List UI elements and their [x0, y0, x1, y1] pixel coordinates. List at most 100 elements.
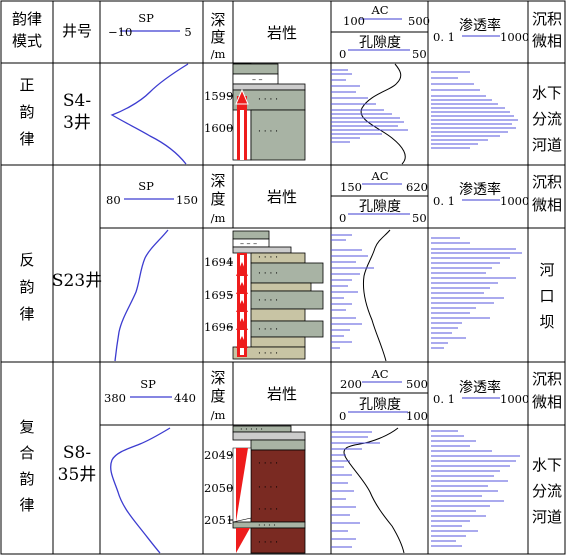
perm-label: 渗透率	[459, 181, 501, 198]
ac-min: 150	[340, 180, 362, 194]
facies-header-1: 沉积	[532, 370, 562, 388]
ac-curve	[360, 63, 406, 165]
facies-label: 口	[539, 287, 554, 305]
well-name: S4-	[63, 91, 91, 111]
svg-text:– – –: – – –	[240, 239, 257, 248]
svg-text:· · · · ·: · · · · ·	[240, 425, 263, 434]
facies-header-2: 微相	[532, 196, 562, 214]
sp-label: SP	[138, 11, 154, 25]
porosity-min: 0	[339, 409, 346, 423]
porosity-label: 孔隙度	[359, 199, 401, 215]
svg-text:· · · ·: · · · ·	[258, 325, 278, 335]
header-facies-1: 沉积	[532, 10, 562, 28]
facies-label: 分流	[532, 110, 562, 128]
permeability-bars	[431, 71, 518, 149]
well-name: S23井	[52, 271, 102, 291]
lithology-header: 岩性	[267, 188, 297, 206]
facies-header-1: 沉积	[532, 173, 562, 191]
lithology-header: 岩性	[267, 385, 297, 403]
ac-label: AC	[370, 169, 388, 183]
perm-label: 渗透率	[459, 17, 501, 34]
facies-label: 水下	[532, 456, 562, 474]
header-pattern-line2: 模式	[12, 32, 42, 50]
ac-max: 500	[408, 14, 430, 28]
depth-label: 2051	[204, 513, 233, 527]
sp-min: 380	[104, 391, 126, 405]
svg-text:· · · ·: · · · ·	[258, 253, 278, 263]
lithology-column: – – · · · · · · · ·	[232, 63, 306, 161]
perm-label: 渗透率	[459, 379, 501, 396]
svg-text:· · · ·: · · · ·	[258, 269, 278, 279]
svg-text:· · · ·: · · · ·	[258, 538, 278, 548]
row-normal-rhythm: 正 韵 律 S4- 3井 SP −10 5 AC 100 500 孔隙度 0 5…	[19, 3, 562, 165]
ac-label: AC	[370, 367, 388, 381]
well-name: S8-	[63, 443, 91, 463]
svg-text:· · · ·: · · · ·	[258, 127, 278, 137]
perm-min: 0. 1	[433, 30, 455, 44]
facies-label: 河道	[532, 136, 562, 154]
permeability-bars	[431, 430, 520, 547]
svg-text:– –: – –	[252, 75, 263, 84]
depth-label: 1599	[204, 89, 233, 103]
header-well: 井号	[62, 22, 92, 40]
porosity-bars	[331, 234, 374, 349]
perm-max: 1000	[500, 194, 529, 208]
pattern-char: 韵	[19, 103, 34, 121]
svg-text:· · · ·: · · · ·	[258, 521, 276, 530]
facies-label: 水下	[532, 84, 562, 102]
depth-label: 1600	[204, 121, 233, 135]
svg-text:· · · ·: · · · ·	[258, 296, 278, 306]
sp-max: 440	[174, 391, 196, 405]
ac-min: 100	[343, 14, 365, 28]
depth-header-2: 度	[210, 387, 225, 405]
header-depth-1: 深	[210, 11, 225, 29]
header-depth-2: 度	[210, 28, 225, 46]
row-composite-rhythm: 复 合 韵 律 S8- 35井 SP 380 440 深 度 /m 岩性 AC …	[19, 367, 562, 554]
porosity-bars	[331, 431, 380, 548]
depth-header-1: 深	[210, 172, 225, 190]
porosity-min: 0	[339, 211, 346, 225]
permeability-bars	[431, 237, 522, 349]
depth-header-2: 度	[210, 190, 225, 208]
lithology-column: – – – · · · · · · · · · · · · · · · · · …	[232, 230, 324, 360]
pattern-char: 律	[19, 130, 34, 148]
ac-max: 500	[406, 377, 428, 391]
depth-header-3: /m	[211, 211, 226, 225]
facies-label: 坝	[539, 313, 554, 331]
ac-min: 200	[340, 377, 362, 391]
depth-label: 1694	[204, 255, 233, 269]
pattern-char: 复	[19, 418, 34, 436]
porosity-max: 50	[412, 47, 427, 61]
ac-label: AC	[370, 3, 388, 17]
ac-max: 620	[406, 180, 428, 194]
sp-max: 150	[176, 193, 198, 207]
facies-label: 河	[539, 261, 554, 279]
porosity-label: 孔隙度	[359, 397, 401, 413]
sp-min: 80	[106, 193, 121, 207]
depth-header-3: /m	[211, 408, 226, 422]
sp-max: 5	[184, 25, 191, 39]
pattern-char: 反	[19, 251, 34, 269]
sp-curve	[110, 427, 171, 554]
pattern-char: 韵	[19, 278, 34, 296]
sp-min: −10	[108, 25, 132, 39]
depth-label: 1695	[204, 288, 233, 302]
pattern-char: 律	[19, 496, 34, 514]
sp-curve	[110, 63, 189, 165]
svg-text:· · · ·: · · · ·	[258, 95, 278, 105]
svg-text:· · · ·: · · · ·	[258, 505, 278, 515]
facies-label: 分流	[532, 482, 562, 500]
pattern-char: 韵	[19, 470, 34, 488]
sp-curve	[114, 229, 169, 362]
facies-header-2: 微相	[532, 393, 562, 411]
svg-text:· · · ·: · · · ·	[258, 459, 278, 469]
porosity-max: 100	[406, 409, 428, 423]
header-facies-2: 微相	[532, 32, 562, 50]
header-lithology: 岩性	[267, 24, 297, 42]
well-name: 3井	[63, 113, 91, 133]
pattern-char: 正	[19, 76, 34, 94]
pattern-char: 律	[19, 305, 34, 323]
depth-header-1: 深	[210, 369, 225, 387]
